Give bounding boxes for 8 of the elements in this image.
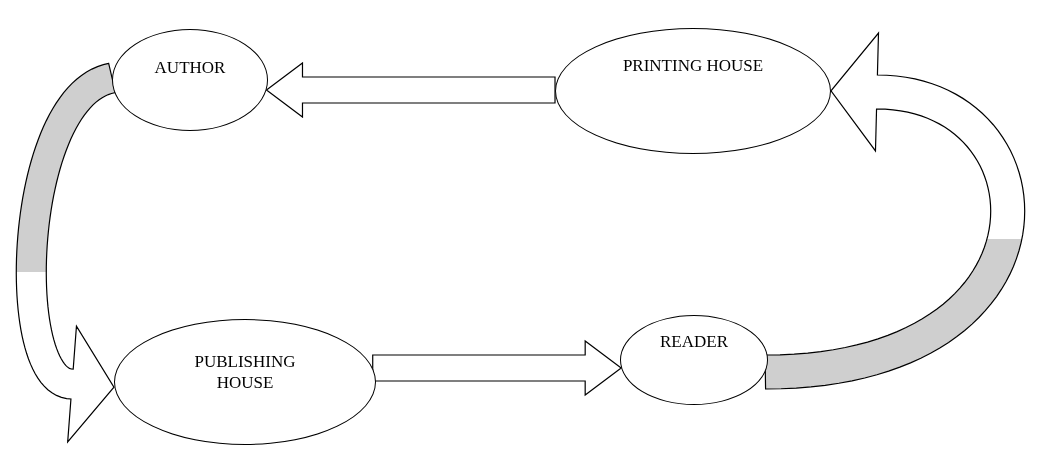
block-arrow: [372, 339, 623, 397]
block-arrow: [265, 61, 556, 119]
node-label: READER: [660, 331, 728, 353]
node-label: PRINTING HOUSE: [622, 55, 764, 77]
node-label: PUBLISHING HOUSE: [193, 350, 297, 394]
curved-block-arrow: [764, 31, 1026, 390]
curved-block-arrow: [15, 62, 117, 444]
node-label: AUTHOR: [154, 57, 226, 79]
